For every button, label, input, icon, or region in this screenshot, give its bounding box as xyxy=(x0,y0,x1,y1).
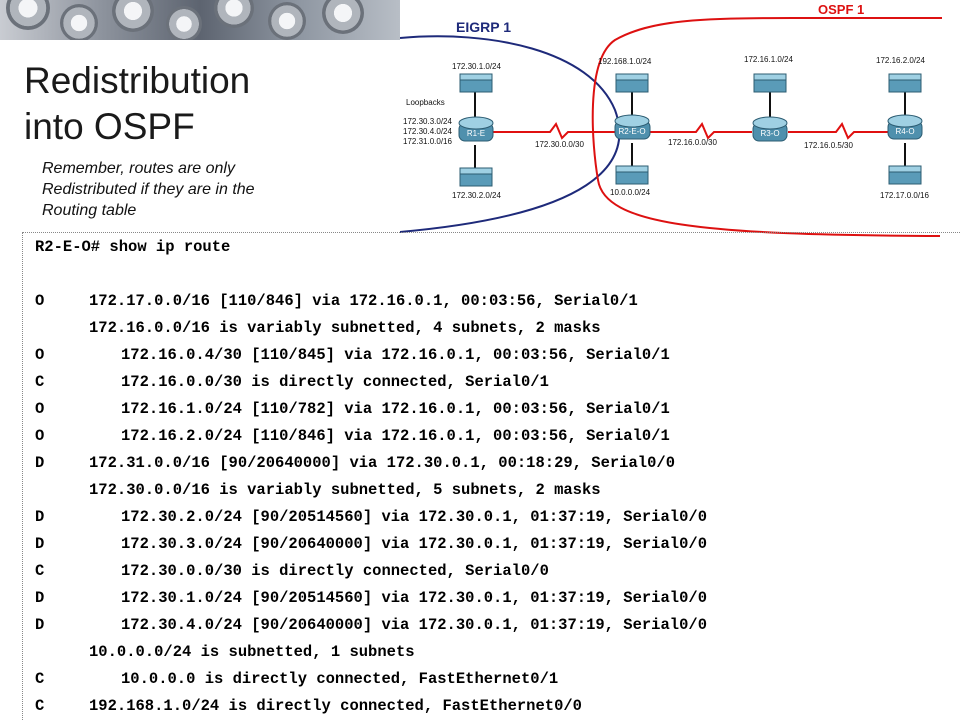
route-code: D xyxy=(35,454,45,472)
lan-label: 172.16.1.0/24 xyxy=(744,55,793,64)
router-label: R3-O xyxy=(760,129,779,138)
route-text: 172.30.1.0/24 [90/20514560] via 172.30.0… xyxy=(121,589,707,607)
route-code: C xyxy=(35,697,45,715)
lan-label: 10.0.0.0/24 xyxy=(610,188,651,197)
slide-title-line: into OSPF xyxy=(24,106,195,147)
network-topology-diagram: R1-E R2-E-O R3-O R4-O EIGRP 1 OSPF 1 172… xyxy=(400,2,942,237)
loopback-item: 172.30.4.0/24 xyxy=(403,127,452,136)
route-entry: 172.16.0.0/16 is variably subnetted, 4 s… xyxy=(35,315,601,342)
route-text: 10.0.0.0 is directly connected, FastEthe… xyxy=(121,670,559,688)
route-entry: C 10.0.0.0 is directly connected, FastEth… xyxy=(35,666,558,693)
ospf-region-label: OSPF 1 xyxy=(818,2,864,17)
route-text: 10.0.0.0/24 is subnetted, 1 subnets xyxy=(89,643,415,661)
routing-table-output: R2-E-O# show ip route O 172.17.0.0/16 [11… xyxy=(22,232,960,720)
router-icon-r2: R2-E-O xyxy=(614,114,651,140)
route-text: 172.17.0.0/16 [110/846] via 172.16.0.1, … xyxy=(89,292,638,310)
lan-label: 192.168.1.0/24 xyxy=(598,57,652,66)
route-text: 172.16.0.4/30 [110/845] via 172.16.0.1, … xyxy=(121,346,670,364)
route-code: C xyxy=(35,670,45,688)
switch-icon xyxy=(615,165,649,185)
route-code: C xyxy=(35,373,45,391)
route-code: C xyxy=(35,562,45,580)
terminal-prompt: R2-E-O# show ip route xyxy=(35,238,231,256)
switch-icon xyxy=(615,73,649,93)
loopback-item: 172.30.3.0/24 xyxy=(403,117,452,126)
route-entry: O 172.16.0.4/30 [110/845] via 172.16.0.1,… xyxy=(35,342,670,369)
router-label: R4-O xyxy=(895,127,914,136)
lan-label: 172.30.1.0/24 xyxy=(452,62,501,71)
route-entry: D 172.31.0.0/16 [90/20640000] via 172.30.… xyxy=(35,450,675,477)
link-label: 172.30.0.0/30 xyxy=(535,140,584,149)
route-code: O xyxy=(35,292,45,310)
loopbacks-title: Loopbacks xyxy=(406,98,445,107)
serial-links xyxy=(492,122,888,140)
loopback-item: 172.31.0.0/16 xyxy=(403,137,452,146)
router-label: R2-E-O xyxy=(618,127,645,136)
route-entry: D 172.30.2.0/24 [90/20514560] via 172.30.… xyxy=(35,504,707,531)
route-code: D xyxy=(35,589,45,607)
router-label: R1-E xyxy=(467,129,485,138)
header-banner-image xyxy=(0,0,400,40)
lan-label: 172.30.2.0/24 xyxy=(452,191,501,200)
route-text: 192.168.1.0/24 is directly connected, Fa… xyxy=(89,697,582,715)
route-entry: C 172.30.0.0/30 is directly connected, Se… xyxy=(35,558,549,585)
route-entry: D 172.30.1.0/24 [90/20514560] via 172.30.… xyxy=(35,585,707,612)
router-icon-r1: R1-E xyxy=(458,116,494,142)
lan-label: 172.16.2.0/24 xyxy=(876,56,925,65)
note-line: Routing table xyxy=(42,202,137,219)
route-entry: C 172.16.0.0/30 is directly connected, Se… xyxy=(35,369,549,396)
switch-icon xyxy=(459,73,493,93)
route-entry: 10.0.0.0/24 is subnetted, 1 subnets xyxy=(35,639,415,666)
route-entry: O 172.17.0.0/16 [110/846] via 172.16.0.1,… xyxy=(35,288,638,315)
route-code: D xyxy=(35,616,45,634)
route-code: D xyxy=(35,535,45,553)
route-text: 172.30.0.0/16 is variably subnetted, 5 s… xyxy=(89,481,601,499)
route-text: 172.30.3.0/24 [90/20640000] via 172.30.0… xyxy=(121,535,707,553)
route-text: 172.16.0.0/16 is variably subnetted, 4 s… xyxy=(89,319,601,337)
router-icon-r3: R3-O xyxy=(752,116,788,142)
lan-label: 172.17.0.0/16 xyxy=(880,191,929,200)
route-text: 172.16.0.0/30 is directly connected, Ser… xyxy=(121,373,549,391)
slide-note: Remember, routes are only Redistributed … xyxy=(42,158,255,221)
route-entry: O 172.16.1.0/24 [110/782] via 172.16.0.1,… xyxy=(35,396,670,423)
route-text: 172.16.2.0/24 [110/846] via 172.16.0.1, … xyxy=(121,427,670,445)
switch-icon xyxy=(888,73,922,93)
route-code: D xyxy=(35,508,45,526)
route-text: 172.31.0.0/16 [90/20640000] via 172.30.0… xyxy=(89,454,675,472)
route-entry: D 172.30.4.0/24 [90/20640000] via 172.30.… xyxy=(35,612,707,639)
route-text: 172.30.4.0/24 [90/20640000] via 172.30.0… xyxy=(121,616,707,634)
route-entry: O 172.16.2.0/24 [110/846] via 172.16.0.1,… xyxy=(35,423,670,450)
link-label: 172.16.0.0/30 xyxy=(668,138,717,147)
slide-title-line: Redistribution xyxy=(24,60,251,101)
route-entry: 172.30.0.0/16 is variably subnetted, 5 s… xyxy=(35,477,601,504)
route-code: O xyxy=(35,427,45,445)
route-text: 172.30.0.0/30 is directly connected, Ser… xyxy=(121,562,549,580)
router-icon-r4: R4-O xyxy=(887,114,923,140)
eigrp-region-label: EIGRP 1 xyxy=(456,19,511,35)
route-code: O xyxy=(35,346,45,364)
switch-icon xyxy=(753,73,787,93)
note-line: Redistributed if they are in the xyxy=(42,181,255,198)
ospf-boundary xyxy=(591,17,942,237)
switch-icon xyxy=(459,167,493,187)
route-text: 172.16.1.0/24 [110/782] via 172.16.0.1, … xyxy=(121,400,670,418)
route-code: O xyxy=(35,400,45,418)
link-label: 172.16.0.5/30 xyxy=(804,141,853,150)
route-entry: C 192.168.1.0/24 is directly connected, F… xyxy=(35,693,582,720)
route-entry: D 172.30.3.0/24 [90/20640000] via 172.30.… xyxy=(35,531,707,558)
note-line: Remember, routes are only xyxy=(42,160,235,177)
switch-icon xyxy=(888,165,922,185)
eigrp-boundary xyxy=(400,35,621,233)
slide-title: Redistribution into OSPF xyxy=(24,58,250,150)
route-text: 172.30.2.0/24 [90/20514560] via 172.30.0… xyxy=(121,508,707,526)
